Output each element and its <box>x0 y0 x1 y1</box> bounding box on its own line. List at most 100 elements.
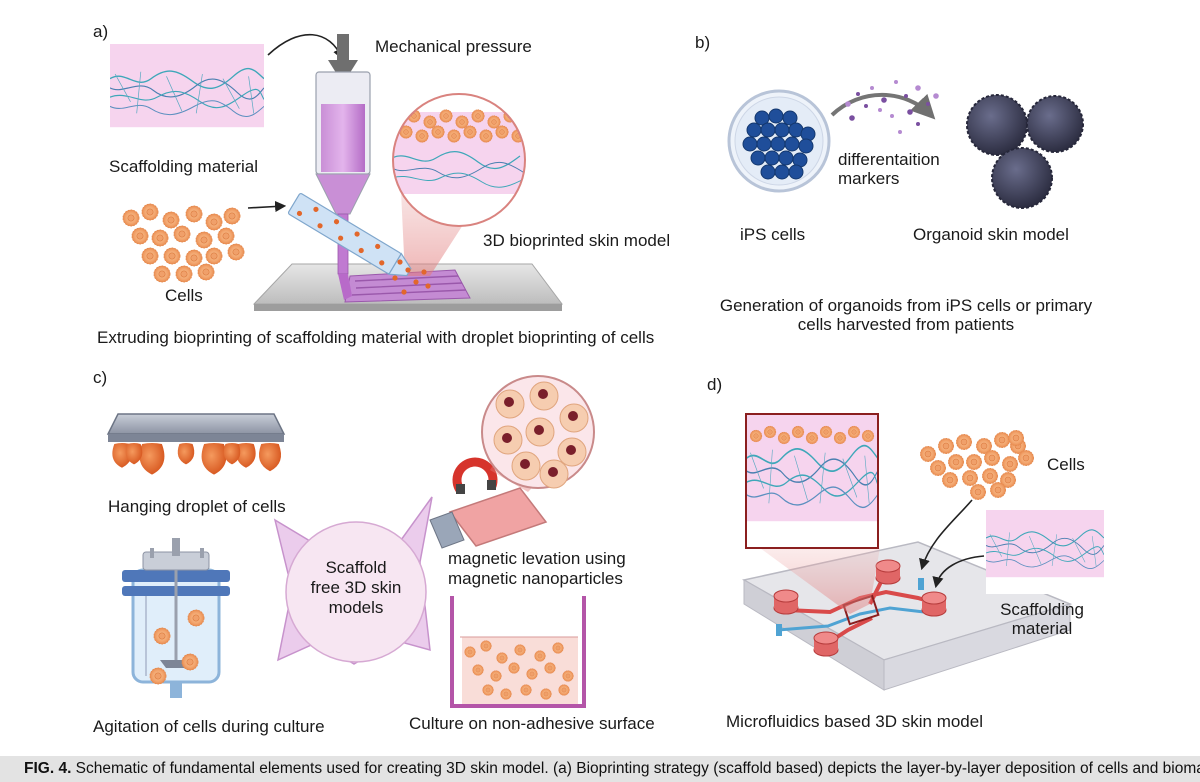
scaffold-free-label-1: Scaffold <box>325 558 387 577</box>
scaffold-free-label-2: free 3D skin <box>310 578 402 597</box>
cell-icon <box>562 670 574 682</box>
cell-icon <box>558 684 570 696</box>
ips-cell-icon <box>778 150 794 166</box>
cell-icon <box>487 115 501 129</box>
marker-dot-icon <box>894 80 898 84</box>
cell-icon <box>544 662 556 674</box>
cells-cluster <box>122 203 245 283</box>
cell-icon <box>1002 456 1018 472</box>
marker-dot-icon <box>849 115 855 121</box>
scaffolding-material-sample <box>986 510 1104 594</box>
cell-icon <box>479 129 493 143</box>
magnetic-levitation-label-1: magnetic levation using <box>448 549 626 568</box>
cell-icon <box>447 129 461 143</box>
cell-icon <box>777 431 791 445</box>
culture-flask <box>429 487 548 549</box>
marker-dot-icon <box>845 101 851 107</box>
cell-icon <box>763 425 777 439</box>
scaffolding-material-label: Scaffolding material <box>109 157 258 176</box>
cell-icon <box>471 109 485 123</box>
cell-dot-icon <box>296 210 303 217</box>
cell-icon <box>970 484 986 500</box>
marker-dot-icon <box>915 85 921 91</box>
cell-icon <box>1018 450 1034 466</box>
cell-icon <box>439 109 453 123</box>
marker-dot-icon <box>933 93 939 99</box>
cell-icon <box>141 247 159 265</box>
agitation-label: Agitation of cells during culture <box>93 717 325 736</box>
cell-icon <box>861 429 875 443</box>
panel-d <box>741 413 1104 691</box>
cell-icon <box>920 446 936 462</box>
ips-cell-icon <box>768 108 784 124</box>
cell-icon <box>195 231 213 249</box>
cell-icon <box>197 263 215 281</box>
differentiation-markers-label-2: markers <box>838 169 900 188</box>
cell-icon <box>472 664 484 676</box>
marker-dot-icon <box>870 86 874 90</box>
cell-icon <box>464 646 476 658</box>
ips-cell-icon <box>774 164 790 180</box>
petri-dish <box>727 89 831 193</box>
scaffold-free-label-3: models <box>328 598 384 617</box>
cell-dot-icon <box>338 235 344 241</box>
bioreactor <box>122 538 230 698</box>
ips-cell-icon <box>774 122 790 138</box>
cell-icon <box>805 431 819 445</box>
cell-icon <box>173 225 191 243</box>
cell-icon <box>122 209 140 227</box>
ips-cell-icon <box>770 136 786 152</box>
nanoparticle-icon <box>502 433 512 443</box>
figure-caption-text: Schematic of fundamental elements used f… <box>71 760 1200 777</box>
scaffold-free-star <box>273 496 433 665</box>
arrow-icon <box>919 499 973 571</box>
marker-dot-icon <box>916 122 920 126</box>
ips-cell-icon <box>742 136 758 152</box>
ips-cell-icon <box>798 138 814 154</box>
nanoparticle-icon <box>566 445 576 455</box>
droplet-icon <box>201 443 227 475</box>
nanoparticle-icon <box>520 459 530 469</box>
ips-cells-label: iPS cells <box>740 225 806 244</box>
marker-dot-icon <box>856 92 860 96</box>
droplet-icon <box>177 443 195 465</box>
chip-reservoirs <box>773 559 947 657</box>
ips-cell-icon <box>760 122 776 138</box>
ips-cell-icon <box>764 150 780 166</box>
cell-icon <box>930 460 946 476</box>
cell-icon <box>749 429 763 443</box>
cell-icon <box>482 684 494 696</box>
cell-icon <box>508 662 520 674</box>
marker-dot-icon <box>881 97 887 103</box>
cell-icon <box>791 425 805 439</box>
panel-b <box>727 80 1084 209</box>
panel-a-caption: Extruding bioprinting of scaffolding mat… <box>97 328 655 347</box>
cell-icon <box>175 265 193 283</box>
nanoparticle-icon <box>548 467 558 477</box>
hanging-drop-plate <box>106 413 286 475</box>
marker-dot-icon <box>864 104 868 108</box>
cell-icon <box>495 125 509 139</box>
cell-icon <box>415 129 429 143</box>
cell-icon <box>163 247 181 265</box>
ips-cell-icon <box>746 122 762 138</box>
arrow-icon <box>932 555 985 589</box>
cell-icon <box>480 640 492 652</box>
cell-icon <box>514 644 526 656</box>
cell-icon <box>162 211 180 229</box>
marker-dot-icon <box>926 102 930 106</box>
cell-icon <box>151 229 169 247</box>
cell-icon <box>227 243 245 261</box>
panel-d-caption: Microfluidics based 3D skin model <box>726 712 983 731</box>
cell-icon <box>519 115 525 129</box>
ips-cell-icon <box>760 164 776 180</box>
cell-icon <box>540 688 552 700</box>
differentiation-markers-label-1: differentaition <box>838 150 940 169</box>
panel-c-label: c) <box>93 368 108 387</box>
cell-icon <box>185 249 203 267</box>
cells-label: Cells <box>165 286 203 305</box>
cell-icon <box>187 609 205 627</box>
cell-icon <box>141 203 159 221</box>
droplet-icon <box>258 443 282 472</box>
cell-icon <box>966 454 982 470</box>
